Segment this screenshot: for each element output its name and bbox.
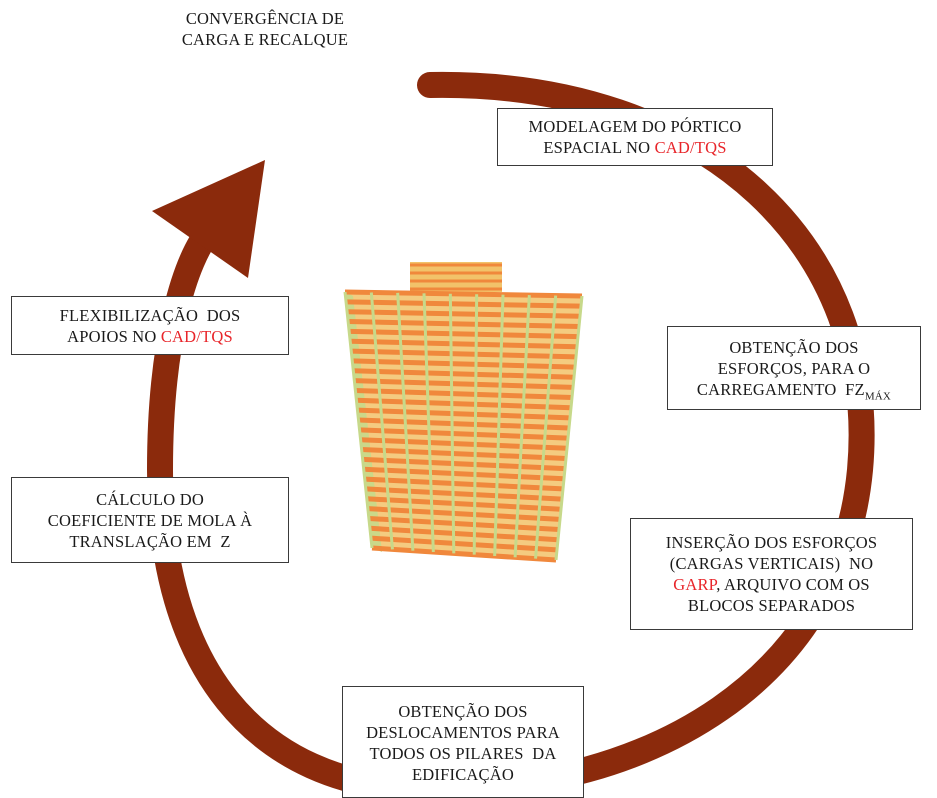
step-modelagem-box: MODELAGEM DO PÓRTICO ESPACIAL NO CAD/TQS bbox=[497, 108, 773, 166]
cad-tqs-highlight: CAD/TQS bbox=[160, 326, 233, 346]
floor-slab bbox=[356, 397, 572, 411]
step-flexibilizacao-line1: FLEXIBILIZAÇÃO DOS bbox=[59, 305, 241, 325]
step-calculo-line1: CÁLCULO DO bbox=[96, 489, 204, 509]
cycle-arrow-ring bbox=[146, 71, 875, 791]
floor-slab bbox=[353, 368, 575, 380]
floor-slab bbox=[355, 387, 573, 401]
step-deslocamentos-line2: DESLOCAMENTOS PARA bbox=[366, 723, 560, 742]
building-column bbox=[472, 294, 479, 555]
building-column bbox=[422, 293, 435, 553]
building-column bbox=[448, 293, 456, 554]
step-modelagem-line1: MODELAGEM DO PÓRTICO bbox=[528, 117, 742, 136]
floor-slab bbox=[362, 456, 566, 472]
garp-highlight: GARP bbox=[673, 575, 717, 594]
floor-slab bbox=[352, 358, 576, 370]
floor-slab bbox=[367, 506, 561, 522]
step-obtencao-esforcos-line3: CARREGAMENTO FZ bbox=[696, 379, 865, 399]
building-column bbox=[493, 294, 505, 557]
convergence-label-line2: CARGA E RECALQUE bbox=[181, 30, 349, 49]
step-insercao-line3: , ARQUIVO COM OS bbox=[716, 575, 870, 594]
floor-slab bbox=[349, 328, 579, 340]
convergence-label-line1: CONVERGÊNCIA DE bbox=[185, 9, 345, 28]
floor-slab bbox=[363, 466, 565, 482]
floor-slab bbox=[360, 437, 568, 451]
step-insercao-line2: (CARGAS VERTICAIS) NO bbox=[669, 554, 874, 573]
floor-slab bbox=[366, 496, 562, 512]
floor-slab bbox=[350, 338, 578, 350]
floor-slab bbox=[351, 348, 577, 360]
building-penthouse bbox=[410, 262, 502, 292]
step-calculo-box: CÁLCULO DO COEFICIENTE DE MOLA À TRANSLA… bbox=[11, 477, 289, 563]
floor-slab bbox=[368, 515, 560, 533]
floor-slab bbox=[348, 319, 580, 329]
step-modelagem-line2: ESPACIAL NO bbox=[543, 138, 655, 157]
building-column bbox=[369, 292, 394, 550]
step-deslocamentos-line4: EDIFICAÇÃO bbox=[412, 765, 514, 784]
floor-slab bbox=[364, 476, 564, 492]
floor-slab bbox=[365, 486, 563, 502]
floor-slab bbox=[361, 447, 567, 461]
floor-slab bbox=[358, 417, 570, 431]
step-deslocamentos-box: OBTENÇÃO DOS DESLOCAMENTOS PARA TODOS OS… bbox=[342, 686, 584, 798]
floor-slab bbox=[344, 289, 583, 299]
step-deslocamentos-line3: TODOS OS PILARES DA bbox=[369, 744, 557, 763]
building-column bbox=[554, 295, 584, 561]
step-insercao-box: INSERÇÃO DOS ESFORÇOS (CARGAS VERTICAIS)… bbox=[630, 518, 913, 630]
floor-slab bbox=[371, 545, 557, 563]
step-obtencao-esforcos-line1: OBTENÇÃO DOS bbox=[729, 337, 859, 357]
floor-slab bbox=[369, 525, 559, 543]
building-column bbox=[513, 295, 531, 558]
floor-slab bbox=[347, 309, 581, 319]
step-calculo-line2: COEFICIENTE DE MOLA À bbox=[47, 510, 253, 530]
building-column bbox=[534, 295, 558, 559]
step-insercao-line1: INSERÇÃO DOS ESFORÇOS bbox=[665, 533, 878, 552]
convergence-label: CONVERGÊNCIA DE CARGA E RECALQUE bbox=[150, 8, 380, 50]
building-column bbox=[396, 292, 415, 551]
step-obtencao-esforcos-box: OBTENÇÃO DOS ESFORÇOS, PARA O CARREGAMEN… bbox=[667, 326, 921, 410]
floor-slab bbox=[345, 299, 582, 309]
floor-slab bbox=[357, 407, 571, 421]
fz-max-subscript: MÁX bbox=[864, 389, 892, 402]
floor-slab bbox=[354, 378, 574, 390]
building-3d-model bbox=[343, 262, 584, 563]
step-calculo-line3: TRANSLAÇÃO EM Z bbox=[69, 531, 231, 551]
floor-slab bbox=[370, 535, 558, 553]
step-deslocamentos-line1: OBTENÇÃO DOS bbox=[398, 702, 528, 721]
floor-slab bbox=[359, 427, 569, 441]
cycle-arrow-head bbox=[152, 160, 265, 278]
step-obtencao-esforcos-line2: ESFORÇOS, PARA O bbox=[717, 358, 871, 378]
cad-tqs-highlight: CAD/TQS bbox=[654, 138, 727, 157]
step-flexibilizacao-line2: APOIOS NO bbox=[67, 326, 161, 346]
step-insercao-line4: BLOCOS SEPARADOS bbox=[687, 596, 856, 615]
step-flexibilizacao-box: FLEXIBILIZAÇÃO DOS APOIOS NO CAD/TQS bbox=[11, 296, 289, 355]
building-column bbox=[343, 291, 374, 549]
